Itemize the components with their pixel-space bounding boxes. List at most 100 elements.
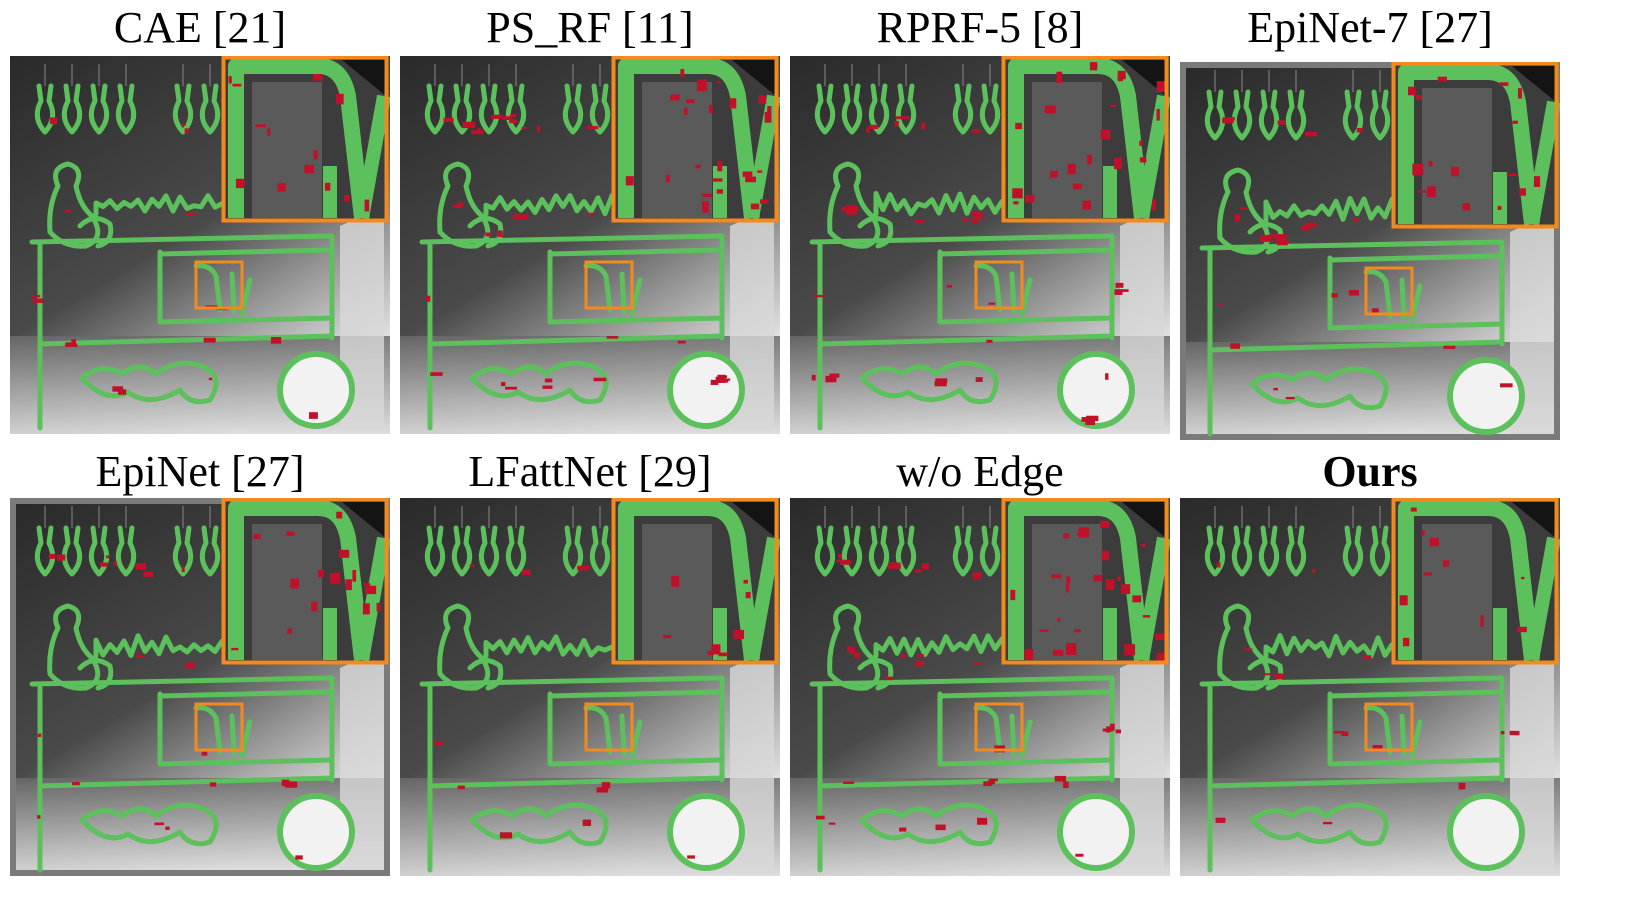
zoom-error-pixels xyxy=(286,531,295,536)
error-pixels xyxy=(868,124,878,130)
zoom-error-pixels xyxy=(665,174,670,183)
error-pixels xyxy=(1304,131,1318,137)
vase-outline xyxy=(47,161,101,249)
zoom-error-pixels xyxy=(1072,183,1082,190)
error-pixels xyxy=(971,129,981,133)
zoom-inset xyxy=(221,498,390,665)
lamp-outline xyxy=(1258,89,1280,141)
lamp-outline xyxy=(589,525,611,577)
lamp-outline xyxy=(979,83,1001,135)
cart-inner-box xyxy=(937,249,1115,325)
error-pixels xyxy=(836,559,844,563)
zoom-error-pixels xyxy=(702,201,709,213)
error-pixels xyxy=(516,214,529,220)
error-pixels xyxy=(815,815,825,820)
zoom-edge-outer xyxy=(228,58,370,219)
zoom-error-pixels xyxy=(287,628,292,634)
cart-frame xyxy=(1199,675,1505,873)
zoom-error-pixels xyxy=(1533,176,1541,187)
error-pixels xyxy=(521,126,527,130)
error-pixels xyxy=(972,572,982,580)
highlight-box-small xyxy=(1364,266,1414,316)
lamp-outline xyxy=(478,525,500,577)
cart-frame xyxy=(1199,239,1505,437)
error-pixels xyxy=(1063,781,1069,789)
zoom-error-pixels xyxy=(1402,637,1410,647)
error-pixels xyxy=(165,826,170,830)
zoom-error-pixels xyxy=(1142,615,1151,618)
right-wall xyxy=(1510,212,1554,434)
zoom-inset-border xyxy=(611,498,779,665)
error-pixels xyxy=(1115,282,1124,288)
lamp-outline xyxy=(562,83,584,135)
error-pixels xyxy=(32,298,44,303)
vase-outline xyxy=(827,161,881,249)
error-pixels xyxy=(118,389,127,395)
cart-lower-rail xyxy=(37,333,335,347)
error-pixels xyxy=(596,787,609,793)
error-pixels xyxy=(888,562,901,565)
lamp-outline xyxy=(1258,525,1280,577)
panel-title: PS_RF [11] xyxy=(486,3,694,52)
error-pixels xyxy=(457,785,465,790)
error-pixels xyxy=(309,412,318,419)
zoom-error-pixels xyxy=(1010,589,1016,601)
error-pixels xyxy=(485,232,492,237)
error-pixels xyxy=(100,562,108,567)
zoom-dark-corner xyxy=(732,60,776,96)
zoom-error-pixels xyxy=(711,644,721,655)
zoom-error-pixels xyxy=(671,575,680,587)
error-pixels xyxy=(1222,118,1228,124)
depth-error-map xyxy=(400,498,780,876)
zoom-stick xyxy=(252,82,322,218)
cart-lower-rail xyxy=(1207,339,1505,353)
zoom-stick xyxy=(642,82,712,218)
zoom-error-pixels xyxy=(1442,560,1449,567)
zoom-inset-border xyxy=(221,56,389,223)
error-pixels xyxy=(843,781,854,784)
zoom-error-pixels xyxy=(1074,629,1081,633)
scene-svg xyxy=(10,498,390,876)
error-pixels xyxy=(500,382,506,387)
cart-frame xyxy=(809,233,1115,431)
zoom-error-pixels xyxy=(1063,533,1070,539)
error-pixels xyxy=(201,751,208,756)
panel-title: CAE [21] xyxy=(113,3,287,52)
error-pixels xyxy=(502,116,512,120)
error-pixels xyxy=(1102,728,1113,732)
error-pixels xyxy=(1267,234,1279,239)
error-pixels xyxy=(270,337,282,344)
lamp-outline xyxy=(952,83,974,135)
zoom-error-pixels xyxy=(709,104,713,114)
cart-inner-top xyxy=(547,689,721,699)
zoom-error-pixels xyxy=(1152,199,1156,211)
zoom-error-pixels xyxy=(1418,190,1427,193)
error-pixels xyxy=(813,294,825,298)
ball-outline xyxy=(277,793,355,871)
scene-svg xyxy=(1180,62,1560,440)
zoom-error-pixels xyxy=(702,193,713,197)
zoom-edge-inner xyxy=(1103,536,1170,662)
panel-wo-edge: w/o Edge xyxy=(790,448,1170,878)
shoes-outline xyxy=(1249,802,1389,847)
zoom-edge-outer xyxy=(1398,500,1540,661)
lamp-outline xyxy=(199,525,221,577)
error-pixels xyxy=(588,212,595,216)
error-pixels xyxy=(838,554,842,559)
cart-inner-box xyxy=(1327,691,1505,767)
error-pixels xyxy=(469,564,475,567)
error-pixels xyxy=(497,230,503,237)
panel-title: RPRF-5 [8] xyxy=(876,3,1084,52)
error-pixels xyxy=(65,342,76,346)
lamp-outline xyxy=(814,525,836,577)
vase-outline xyxy=(437,161,491,249)
error-pixels xyxy=(182,123,187,126)
error-pixels xyxy=(433,741,443,746)
zoom-error-pixels xyxy=(1082,200,1091,210)
error-pixels xyxy=(295,855,303,860)
zoom-edge-outer xyxy=(618,500,760,661)
ball-outline xyxy=(1057,351,1135,429)
ball xyxy=(1060,354,1132,426)
zoom-stick xyxy=(642,524,712,660)
lamp-outline xyxy=(451,83,473,135)
